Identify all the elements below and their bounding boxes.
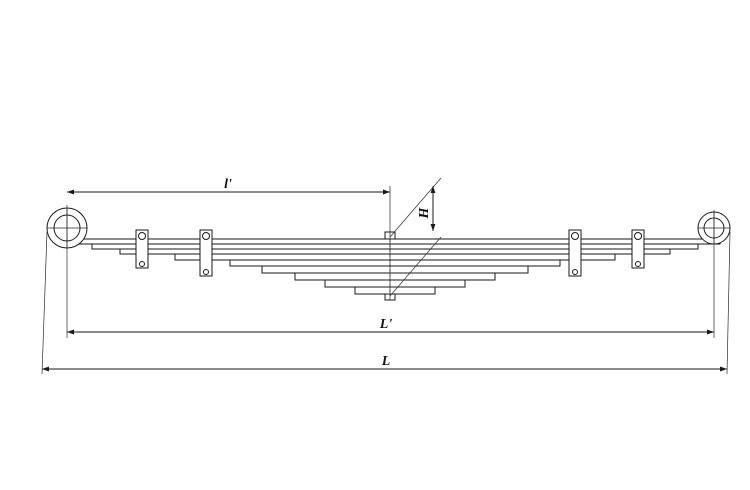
rebound-clamp-4 bbox=[631, 229, 645, 269]
spring-leaf-1 bbox=[65, 238, 721, 245]
half-length-dimension: l' bbox=[67, 177, 390, 195]
spring-leaf-2 bbox=[91, 243, 699, 250]
spring-leaf-7 bbox=[294, 272, 496, 281]
camber-height-dimension: H bbox=[389, 177, 442, 297]
eye-to-eye-dimension: L' bbox=[67, 317, 714, 335]
rebound-clamp-3 bbox=[568, 229, 582, 277]
spring-leaf-8 bbox=[324, 279, 466, 288]
overall-length-label: L bbox=[381, 354, 391, 369]
half-length-label: l' bbox=[224, 177, 232, 192]
camber-height-label: H bbox=[417, 206, 432, 219]
leaf-stack bbox=[59, 232, 726, 295]
extension-lines bbox=[41, 205, 731, 375]
spring-leaf-6 bbox=[261, 265, 529, 274]
eye-to-eye-label: L' bbox=[379, 317, 393, 332]
rebound-clamp-1 bbox=[135, 229, 149, 269]
overall-length-dimension: L bbox=[42, 354, 727, 372]
spring-leaf-4 bbox=[174, 253, 616, 261]
rebound-clamp-2 bbox=[199, 229, 213, 277]
